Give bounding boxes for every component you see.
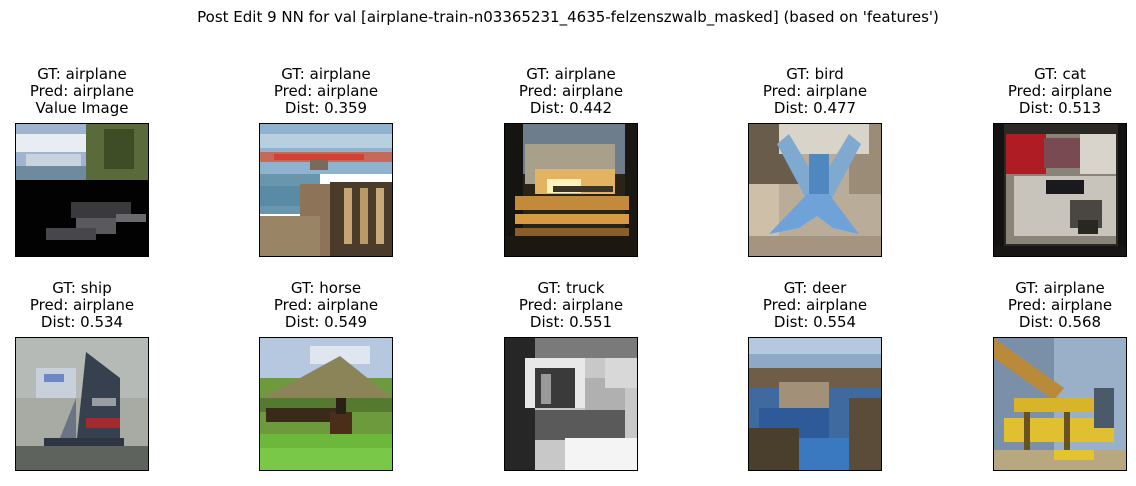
yellow-biplane-image xyxy=(993,337,1127,471)
masked-airplane-sky-trees-image xyxy=(15,123,149,257)
figure-title: Post Edit 9 NN for val [airplane-train-n… xyxy=(197,8,939,26)
gt-label: GT: airplane xyxy=(526,65,616,83)
gt-label: GT: cat xyxy=(1034,65,1086,83)
panel-caption-4: GT: bird Pred: airplane Dist: 0.477 xyxy=(715,66,915,117)
cat-indoor-vignette-image xyxy=(993,123,1127,257)
gt-label: GT: deer xyxy=(783,279,847,297)
dist-label: Dist: 0.359 xyxy=(284,99,368,117)
sailing-ship-image xyxy=(15,337,149,471)
blue-bird-wings-image xyxy=(748,123,882,257)
pred-label: Pred: airplane xyxy=(273,296,379,314)
panel-caption-3: GT: airplane Pred: airplane Dist: 0.442 xyxy=(471,66,671,117)
dist-label: Dist: 0.551 xyxy=(529,313,613,331)
pred-label: Pred: airplane xyxy=(1007,82,1113,100)
panel-caption-9: GT: deer Pred: airplane Dist: 0.554 xyxy=(715,280,915,331)
dist-label: Dist: 0.534 xyxy=(40,313,124,331)
panel-caption-7: GT: horse Pred: airplane Dist: 0.549 xyxy=(226,280,426,331)
panel-caption-10: GT: airplane Pred: airplane Dist: 0.568 xyxy=(960,280,1136,331)
grayscale-truck-image xyxy=(504,337,638,471)
pred-label: Pred: airplane xyxy=(762,296,868,314)
gt-label: GT: airplane xyxy=(37,65,127,83)
pred-label: Pred: airplane xyxy=(762,82,868,100)
pred-label: Pred: airplane xyxy=(273,82,379,100)
panel-caption-5: GT: cat Pred: airplane Dist: 0.513 xyxy=(960,66,1136,117)
panel-caption-2: GT: airplane Pred: airplane Dist: 0.359 xyxy=(226,66,426,117)
pred-label: Pred: airplane xyxy=(29,82,135,100)
pred-label: Pred: airplane xyxy=(518,82,624,100)
dist-label: Dist: 0.442 xyxy=(529,99,613,117)
dist-label: Dist: 0.513 xyxy=(1018,99,1102,117)
red-seaplane-over-water-image xyxy=(259,123,393,257)
dist-label: Dist: 0.554 xyxy=(773,313,857,331)
value-image-label: Value Image xyxy=(35,99,129,117)
dist-label: Dist: 0.477 xyxy=(773,99,857,117)
horse-rider-field-image xyxy=(259,337,393,471)
panel-caption-6: GT: ship Pred: airplane Dist: 0.534 xyxy=(0,280,182,331)
panel-caption-1: GT: airplane Pred: airplane Value Image xyxy=(0,66,182,117)
panel-caption-8: GT: truck Pred: airplane Dist: 0.551 xyxy=(471,280,671,331)
gt-label: GT: horse xyxy=(290,279,362,297)
sunset-airplane-silhouette-image xyxy=(504,123,638,257)
gt-label: GT: airplane xyxy=(281,65,371,83)
pred-label: Pred: airplane xyxy=(1007,296,1113,314)
dist-label: Dist: 0.568 xyxy=(1018,313,1102,331)
gt-label: GT: airplane xyxy=(1015,279,1105,297)
gt-label: GT: ship xyxy=(52,279,112,297)
pred-label: Pred: airplane xyxy=(518,296,624,314)
gt-label: GT: bird xyxy=(786,65,844,83)
dist-label: Dist: 0.549 xyxy=(284,313,368,331)
gt-label: GT: truck xyxy=(537,279,605,297)
pred-label: Pred: airplane xyxy=(29,296,135,314)
blue-water-landscape-image xyxy=(748,337,882,471)
